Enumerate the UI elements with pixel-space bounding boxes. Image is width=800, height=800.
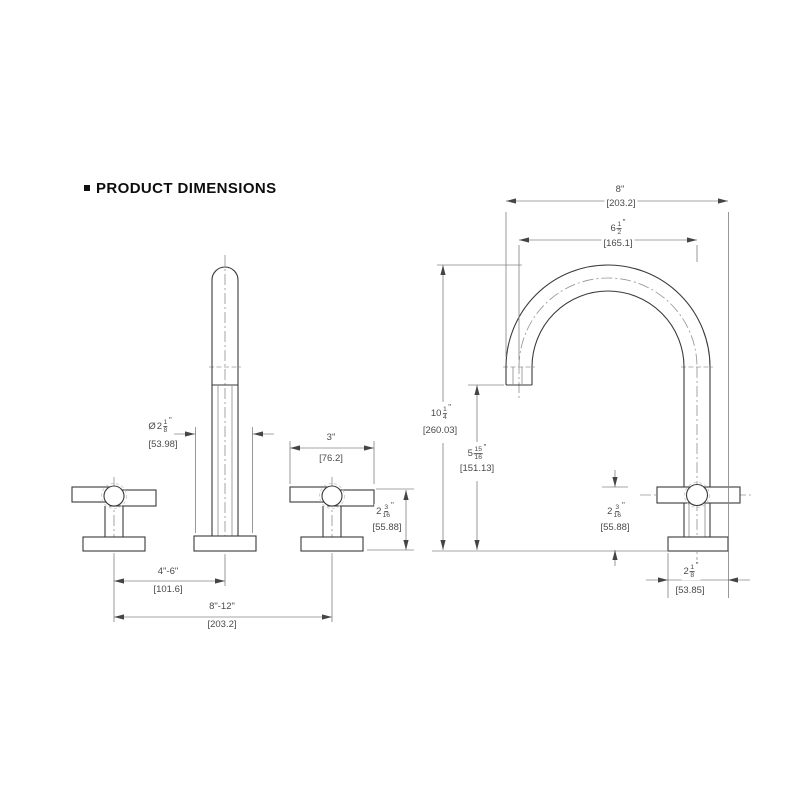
dimension-arrowheads bbox=[114, 198, 738, 620]
dim-front-base-diameter-metric: [53.98] bbox=[146, 438, 180, 451]
side-view-faucet bbox=[432, 264, 741, 552]
dim-front-handle-height-metric: [55.88] bbox=[370, 521, 404, 534]
centerlines bbox=[113, 255, 753, 560]
dim-side-spout-height-metric: [151.13] bbox=[457, 462, 497, 475]
front-view-faucet bbox=[71, 266, 375, 552]
dim-side-overall-width-imperial: 8" bbox=[613, 183, 627, 196]
section-title: PRODUCT DIMENSIONS bbox=[84, 180, 277, 197]
dim-front-handle-spread-metric: [203.2] bbox=[205, 618, 239, 631]
dim-front-handle-width-imperial: 3" bbox=[324, 431, 338, 444]
section-title-text: PRODUCT DIMENSIONS bbox=[96, 180, 277, 197]
dim-side-handle-height-metric: [55.88] bbox=[598, 521, 632, 534]
dim-side-spout-reach-metric: [165.1] bbox=[601, 237, 635, 250]
dim-side-base-width-metric: [53.85] bbox=[673, 584, 707, 597]
bullet-square-icon bbox=[84, 184, 90, 191]
dim-front-center-to-handle-imperial: 4"-6" bbox=[155, 565, 181, 578]
dim-side-overall-width-metric: [203.2] bbox=[604, 197, 638, 210]
dim-side-overall-height-metric: [260.03] bbox=[420, 424, 460, 437]
dim-front-handle-width-metric: [76.2] bbox=[317, 452, 345, 465]
dim-front-handle-spread-imperial: 8"-12" bbox=[207, 600, 237, 613]
dim-front-center-to-handle-metric: [101.6] bbox=[151, 583, 185, 596]
